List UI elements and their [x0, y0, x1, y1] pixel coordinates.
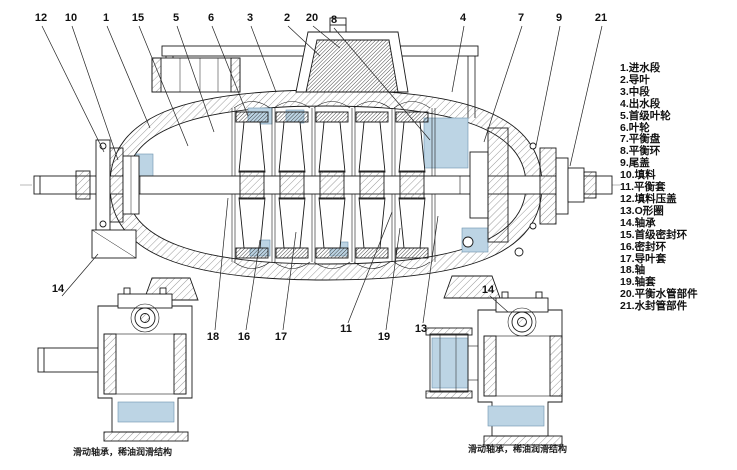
callout-13: 13	[414, 323, 428, 335]
callout-12: 12	[34, 12, 48, 24]
legend-item: 5.首级叶轮	[620, 109, 671, 122]
legend-item: 2.导叶	[620, 73, 650, 86]
legend-item: 20.平衡水管部件	[620, 288, 698, 301]
outlet-section-top	[295, 17, 409, 93]
legend-item: 11.平衡套	[620, 181, 666, 194]
callout-17: 17	[274, 331, 288, 343]
parts-legend: 1.进水段 2.导叶 3.中段 4.出水段 5.首级叶轮 6.叶轮 7.平衡盘 …	[620, 62, 698, 313]
legend-item: 3.中段	[620, 85, 650, 98]
legend-item: 1.进水段	[620, 62, 661, 74]
callout-3: 3	[246, 12, 254, 24]
pump-shaft	[33, 170, 613, 200]
callout-leader-lines	[41, 25, 603, 331]
legend-item: 21.水封管部件	[620, 300, 688, 313]
callout-2: 2	[283, 12, 291, 24]
legend-item: 6.叶轮	[620, 121, 650, 134]
legend-item: 19.轴套	[620, 276, 656, 289]
callout-14-right: 14	[481, 284, 495, 296]
legend-item: 9.尾盖	[620, 157, 650, 170]
caption-right-bearing: 滑动轴承，稀油润滑结构	[468, 444, 568, 454]
legend-item: 17.导叶套	[620, 252, 667, 265]
inlet-section-top	[151, 57, 241, 93]
legend-item: 16.密封环	[620, 240, 667, 253]
callout-10: 10	[64, 12, 78, 24]
callout-9: 9	[555, 12, 563, 24]
legend-item: 15.首级密封环	[620, 228, 688, 241]
callout-19: 19	[377, 331, 391, 343]
callout-20: 20	[305, 12, 319, 24]
legend-item: 14.轴承	[620, 216, 656, 229]
callout-4: 4	[459, 12, 467, 24]
callout-8: 8	[330, 14, 338, 26]
legend-item: 13.O形圈	[620, 204, 664, 217]
bearing-detail-left	[37, 287, 193, 442]
callout-14-left: 14	[51, 283, 65, 295]
callout-6: 6	[207, 12, 215, 24]
callout-15: 15	[131, 12, 145, 24]
caption-left-bearing: 滑动轴承，稀油润滑结构	[73, 447, 173, 457]
legend-item: 18.轴	[620, 264, 646, 277]
callout-21: 21	[594, 12, 608, 24]
callout-7: 7	[517, 12, 525, 24]
legend-item: 10.填料	[620, 169, 656, 182]
callout-5: 5	[172, 12, 180, 24]
right-balance-assembly	[462, 127, 597, 257]
callout-11: 11	[340, 323, 352, 335]
left-gland-assembly	[75, 139, 140, 259]
legend-item: 8.平衡环	[620, 145, 661, 158]
bearing-detail-right	[425, 291, 563, 446]
legend-item: 12.填料压盖	[620, 192, 677, 205]
callout-18: 18	[206, 331, 220, 343]
legend-item: 7.平衡盘	[620, 133, 661, 146]
legend-item: 4.出水段	[620, 97, 661, 110]
impellers	[235, 111, 429, 259]
callout-1: 1	[102, 12, 110, 24]
callout-16: 16	[237, 331, 251, 343]
